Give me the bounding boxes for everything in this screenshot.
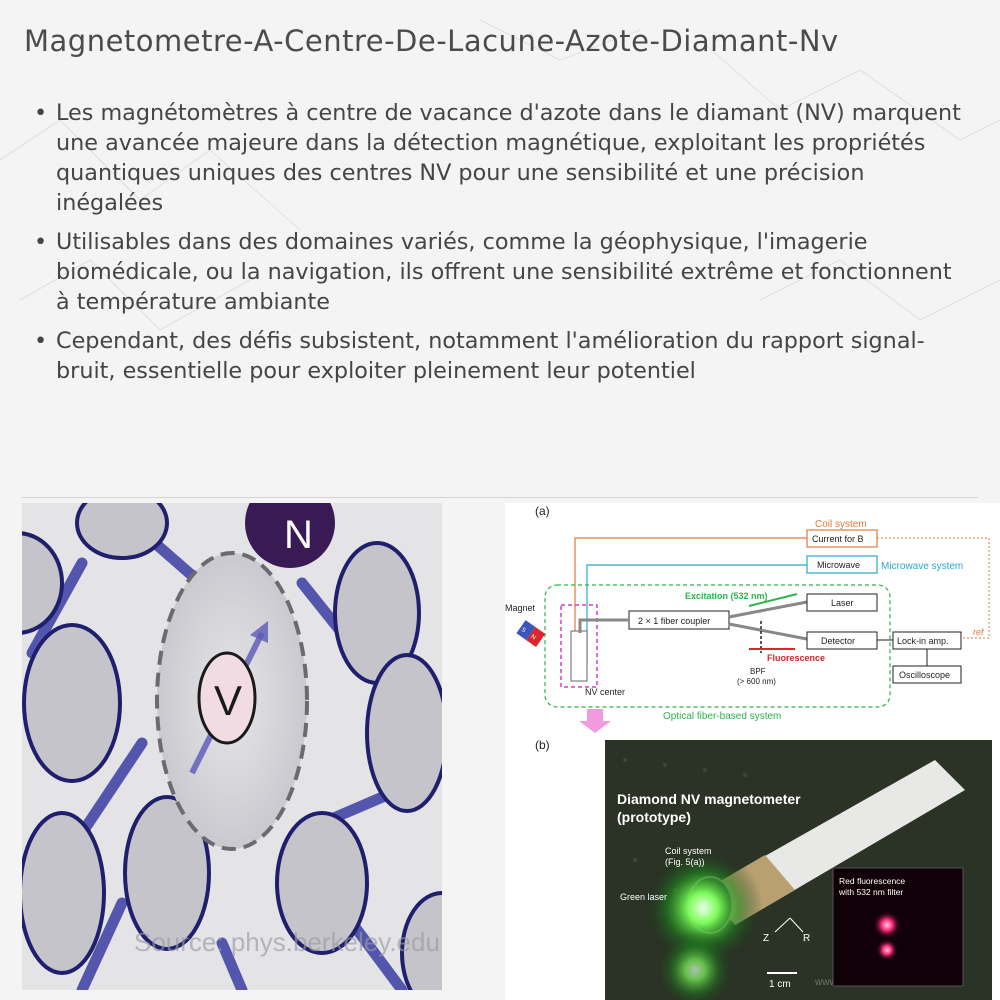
bpf-label: BPF	[750, 667, 766, 676]
oscilloscope-box	[892, 665, 962, 684]
panel-b-label: (b)	[535, 738, 550, 752]
magnet-n-label: N	[530, 634, 537, 641]
excitation-arrow	[748, 593, 798, 607]
carbon-atom	[75, 503, 169, 560]
carbon-atom	[400, 891, 442, 990]
coil-wire	[574, 537, 807, 663]
down-arrow-icon	[579, 709, 611, 733]
red-glow-spot	[873, 911, 901, 939]
nitrogen-atom	[245, 503, 335, 568]
axis-z-label: Z	[763, 933, 769, 944]
source-watermark: Source: phys.berkeley.edu	[134, 927, 440, 957]
current-for-b-label: Current for B	[812, 534, 864, 544]
microwave-label: Microwave	[817, 560, 860, 570]
ref-line	[877, 537, 990, 639]
bullet-list: • Les magnétomètres à centre de vacance d…	[30, 98, 965, 395]
nv-lattice-illustration: N V Source: phys.berkeley.edu	[22, 503, 442, 990]
nitrogen-label: N	[284, 513, 313, 557]
inset-caption-line1: Red fluorescence	[839, 876, 905, 886]
nv-probe-tube	[570, 630, 588, 682]
coil-caption-line2: (Fig. 5(a))	[665, 857, 705, 867]
laser-box	[806, 593, 878, 612]
lattice-svg: N V Source: phys.berkeley.edu	[22, 503, 442, 990]
bullet-dot: •	[34, 229, 48, 255]
coil-caption-line1: Coil system	[665, 846, 712, 856]
vacancy-label: V	[214, 677, 242, 724]
red-glow-spot	[876, 939, 898, 961]
carbon-atom	[22, 811, 106, 975]
carbon-atom	[22, 623, 122, 783]
microwave-wire	[586, 564, 807, 663]
bpf-range-label: (> 600 nm)	[737, 677, 776, 686]
carbon-atom	[22, 531, 64, 635]
scale-label: 1 cm	[769, 979, 791, 990]
coil-system-label: Coil system	[815, 519, 867, 530]
green-laser-caption: Green laser	[620, 892, 667, 902]
axis-r-label: R	[803, 933, 810, 944]
green-reflection	[655, 930, 735, 1000]
optical-system-box	[544, 584, 891, 708]
nv-probe-box	[560, 604, 598, 688]
magnet-s-label: S	[520, 627, 527, 634]
bullet-dot: •	[34, 328, 48, 354]
laser-label: Laser	[831, 598, 854, 608]
lockin-label: Lock-in amp.	[897, 636, 949, 646]
carbon-atom	[275, 811, 369, 955]
fiber-to-detector	[728, 622, 808, 641]
page-title: Magnetometre-A-Centre-De-Lacune-Azote-Di…	[24, 24, 839, 58]
fluorescence-label: Fluorescence	[767, 653, 825, 663]
bullet-text: Utilisables dans des domaines variés, co…	[56, 229, 952, 315]
magnet-icon: S N	[516, 620, 546, 648]
fiber-coupler-label: 2 × 1 fiber coupler	[638, 616, 710, 626]
panel-a-label: (a)	[535, 504, 550, 518]
carbon-atom	[365, 653, 442, 813]
microwave-system-label: Microwave system	[881, 561, 963, 572]
bullet-item: • Utilisables dans des domaines variés, c…	[30, 227, 965, 317]
arrow-head-icon	[250, 621, 268, 643]
detector-label: Detector	[821, 636, 855, 646]
nv-center-label: NV center	[585, 687, 625, 697]
vacancy-site	[197, 651, 257, 745]
photo-title-line1: Diamond NV magnetometer	[617, 791, 801, 807]
photo-title-line2: (prototype)	[617, 809, 691, 825]
bullet-dot: •	[34, 100, 48, 126]
bullet-item: • Les magnétomètres à centre de vacance d…	[30, 98, 965, 218]
schematic-svg: (a) Coil system Current for B ref Microw…	[505, 504, 990, 752]
bullet-text: Cependant, des défis subsistent, notamme…	[56, 328, 925, 384]
axis-z-line	[774, 917, 791, 933]
background-texture	[0, 19, 1000, 331]
optical-system-label: Optical fiber-based system	[663, 711, 781, 722]
bullet-item: • Cependant, des défis subsistent, notamm…	[30, 326, 965, 386]
fiber-to-probe	[578, 618, 629, 633]
bullet-text: Les magnétomètres à centre de vacance d'…	[56, 100, 961, 216]
photo-svg: Diamond NV magnetometer (prototype) Coil…	[605, 740, 992, 1000]
nv-magnetometer-diagram: (a) Coil system Current for B ref Microw…	[505, 503, 1000, 1000]
carbon-atom	[123, 795, 211, 951]
magnet-label: Magnet	[505, 603, 536, 613]
excitation-label: Excitation (532 nm)	[685, 591, 768, 601]
ref-label: ref	[973, 627, 985, 637]
axis-r-line	[789, 917, 804, 933]
prototype-photo: Diamond NV magnetometer (prototype) Coil…	[605, 740, 992, 1000]
section-divider	[22, 497, 978, 498]
fiber-to-laser	[728, 600, 808, 619]
oscilloscope-label: Oscilloscope	[899, 670, 950, 680]
inset-caption-line2: with 532 nm filter	[838, 887, 903, 897]
